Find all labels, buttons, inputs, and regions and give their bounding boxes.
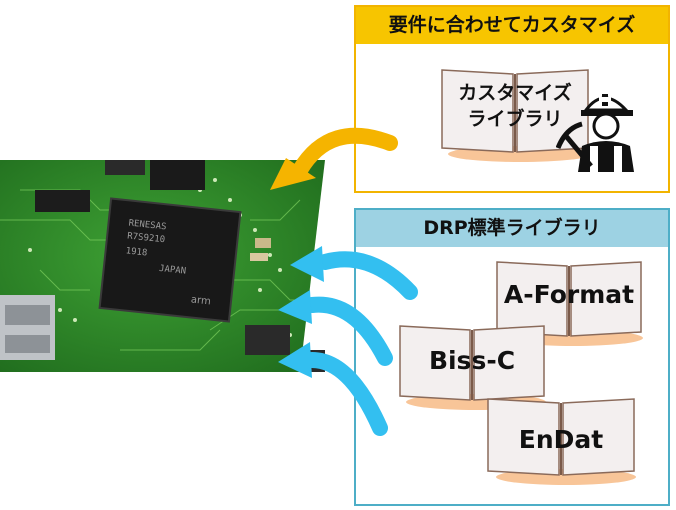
book-title: A-Format bbox=[503, 280, 635, 309]
book-icon bbox=[487, 398, 636, 485]
chip-label: RENESAS bbox=[128, 218, 167, 232]
custom-book-line2: ライブラリ bbox=[467, 108, 563, 130]
construction-worker-icon bbox=[556, 94, 634, 172]
pcb-board-image: RENESAS R7S9210 1918 JAPAN arm bbox=[0, 160, 325, 372]
book-title: Biss-C bbox=[428, 346, 516, 375]
chip-label: R7S9210 bbox=[127, 231, 166, 245]
book-title: EnDat bbox=[518, 425, 604, 454]
library-book-endat: EnDat bbox=[486, 395, 636, 485]
library-book-a-format: A-Format bbox=[495, 258, 643, 346]
chip-label: JAPAN bbox=[158, 264, 186, 277]
drp-panel-title: DRP標準ライブラリ bbox=[356, 210, 668, 247]
custom-panel-title: 要件に合わせてカスタマイズ bbox=[356, 7, 668, 44]
chip-label: 1918 bbox=[125, 246, 148, 258]
custom-book-line1: カスタマイズ bbox=[458, 82, 572, 104]
chip-label: arm bbox=[190, 294, 211, 307]
